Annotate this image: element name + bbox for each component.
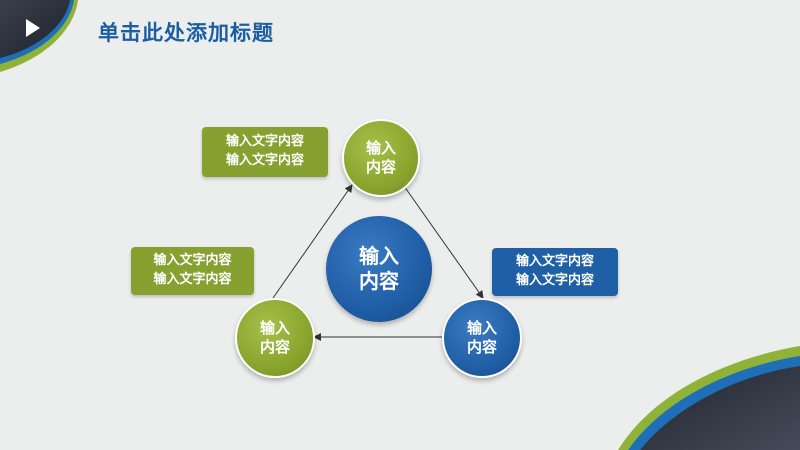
label-box-top-left-line1: 输入文字内容 [225, 134, 304, 150]
node-center[interactable]: 输入 内容 [326, 216, 432, 322]
label-box-top-left-line2: 输入文字内容 [225, 153, 304, 168]
label-box-left[interactable]: 输入文字内容 输入文字内容 [131, 247, 254, 295]
node-bottom-left-line2: 内容 [259, 338, 290, 356]
node-top-line2: 内容 [365, 158, 396, 176]
node-center-line2: 内容 [359, 269, 399, 293]
label-box-right-line2: 输入文字内容 [515, 273, 594, 288]
node-top-line1: 输入 [365, 139, 396, 158]
arrow-top-to-bottom-right [403, 185, 484, 299]
arrow-bottom-left-to-top [272, 184, 353, 299]
node-bottom-left-line1: 输入 [259, 319, 290, 338]
node-bottom-right-line2: 内容 [466, 338, 497, 356]
node-bottom-right-line1: 输入 [466, 319, 497, 338]
label-box-right-line1: 输入文字内容 [515, 254, 594, 270]
node-top[interactable]: 输入 内容 [342, 119, 420, 197]
slide-title[interactable]: 单击此处添加标题 [98, 21, 274, 45]
node-bottom-right[interactable]: 输入 内容 [442, 298, 522, 378]
label-box-left-line1: 输入文字内容 [153, 253, 232, 269]
label-box-left-line2: 输入文字内容 [153, 272, 232, 287]
play-icon [26, 19, 40, 37]
node-center-line1: 输入 [359, 244, 399, 268]
label-box-top-left[interactable]: 输入文字内容 输入文字内容 [202, 127, 328, 177]
label-box-right[interactable]: 输入文字内容 输入文字内容 [492, 248, 618, 296]
node-bottom-left[interactable]: 输入 内容 [235, 298, 315, 378]
